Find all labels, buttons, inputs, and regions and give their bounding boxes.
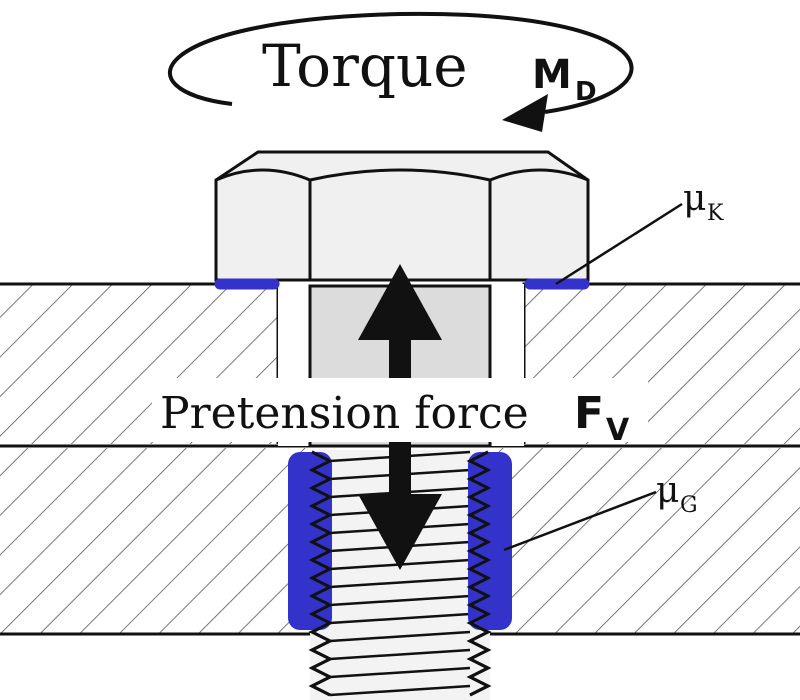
bolt-thread <box>310 450 490 700</box>
arrow-down-head <box>358 494 442 570</box>
torque-arrow-head <box>502 94 548 132</box>
pretension-symbol-subscript: V <box>606 413 630 448</box>
torque-symbol-subscript: D <box>575 77 597 107</box>
torque-label: Torque <box>262 32 468 100</box>
pretension-label: Pretension force <box>160 388 529 439</box>
pretension-label-box <box>152 378 648 442</box>
mu-head-subscript: K <box>707 201 724 226</box>
mu-thread-leader <box>503 490 657 552</box>
lower-plate <box>0 444 800 636</box>
arrow-up-head <box>358 264 442 340</box>
mu-head-leader <box>555 202 683 286</box>
thread-line <box>329 666 471 679</box>
thread-line <box>329 594 471 607</box>
thread-line <box>329 630 471 643</box>
bolt-head <box>214 150 590 282</box>
mu-thread-symbol: μ <box>656 470 679 511</box>
torque-indicator <box>168 11 634 132</box>
torque-rotation-arc <box>168 11 634 114</box>
mu-thread-subscript: G <box>680 493 698 518</box>
thread-line <box>329 612 471 625</box>
thread-line <box>329 684 471 697</box>
pretension-symbol: F <box>574 388 604 439</box>
mu-head-symbol: μ <box>683 178 706 219</box>
thread-line <box>329 648 471 661</box>
torque-symbol: M <box>532 52 572 98</box>
thread-friction-zone <box>288 450 512 697</box>
thread-line <box>329 576 471 589</box>
